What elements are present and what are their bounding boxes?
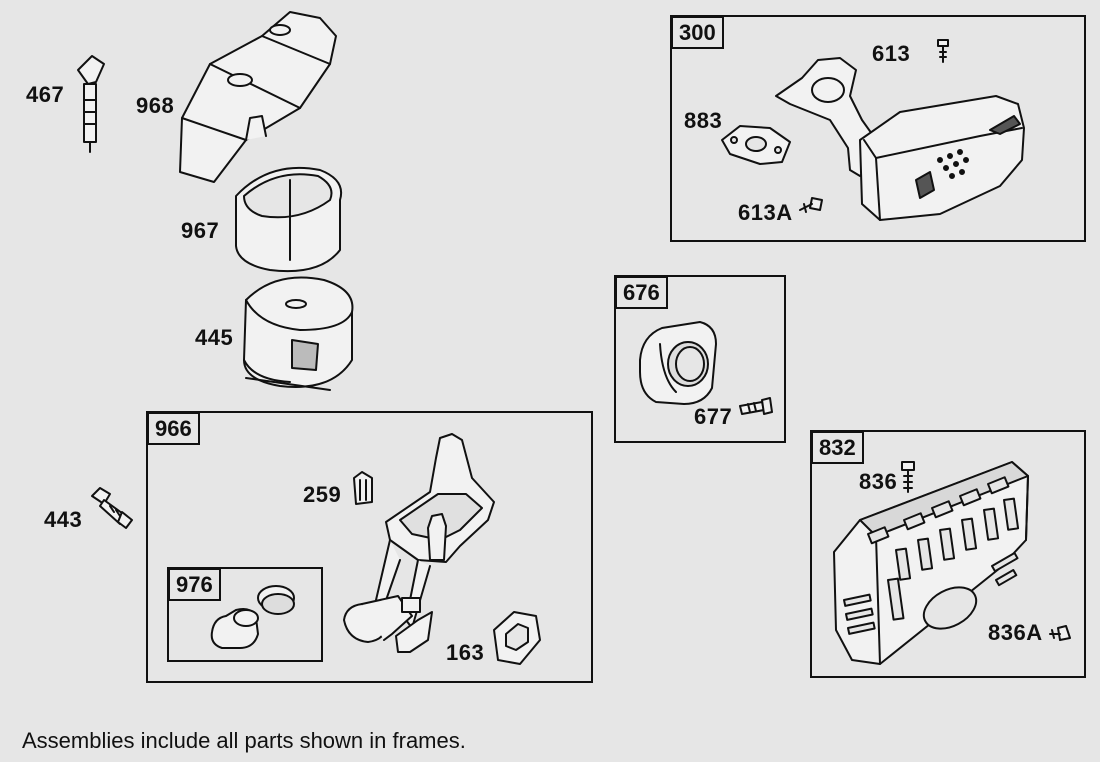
screw-836a-icon (1050, 626, 1070, 640)
screw-613-icon (938, 40, 948, 62)
bolt-443-icon (92, 488, 132, 528)
frame-976: 976 (167, 567, 323, 662)
part-label-967: 967 (181, 218, 220, 243)
part-label-445: 445 (195, 325, 234, 350)
muffler-guard-832-icon (834, 462, 1028, 664)
bolt-677-icon (740, 398, 772, 414)
air-cleaner-base-966-icon (344, 434, 494, 652)
gasket-163-icon (494, 612, 540, 664)
part-label-677: 677 (694, 404, 733, 429)
part-label-443: 443 (44, 507, 83, 532)
fastener-259-icon (354, 472, 372, 504)
part-label-968: 968 (136, 93, 175, 118)
part-label-467: 467 (26, 82, 65, 107)
muffler-300-icon (776, 58, 1024, 220)
frame-832-label: 832 (811, 431, 864, 464)
gasket-883-icon (722, 126, 790, 164)
part-label-259: 259 (303, 482, 342, 507)
diagram-caption: Assemblies include all parts shown in fr… (22, 728, 466, 753)
part-label-836: 836 (859, 469, 898, 494)
frame-832: 832 (810, 430, 1086, 678)
part-label-163: 163 (446, 640, 485, 665)
frame-300-label: 300 (671, 16, 724, 49)
filter-cartridge-976-icon (212, 586, 294, 648)
frame-966-label: 966 (147, 412, 200, 445)
flange-gasket-676-icon (640, 322, 716, 404)
part-label-883: 883 (684, 108, 723, 133)
pre-cleaner-967-icon (236, 168, 341, 271)
part-label-613a: 613A (738, 200, 793, 225)
frame-676: 676 (614, 275, 786, 443)
frame-966: 966 (146, 411, 593, 683)
spark-plug-467-icon (78, 56, 104, 152)
frame-676-label: 676 (615, 276, 668, 309)
air-filter-445-icon (244, 278, 352, 391)
air-cleaner-cover-968-icon (180, 12, 336, 182)
screw-836-icon (902, 462, 914, 492)
part-label-613: 613 (872, 41, 911, 66)
frame-300: 300 (670, 15, 1086, 242)
screw-613a-icon (800, 198, 822, 212)
frame-976-label: 976 (168, 568, 221, 601)
part-label-836a: 836A (988, 620, 1043, 645)
